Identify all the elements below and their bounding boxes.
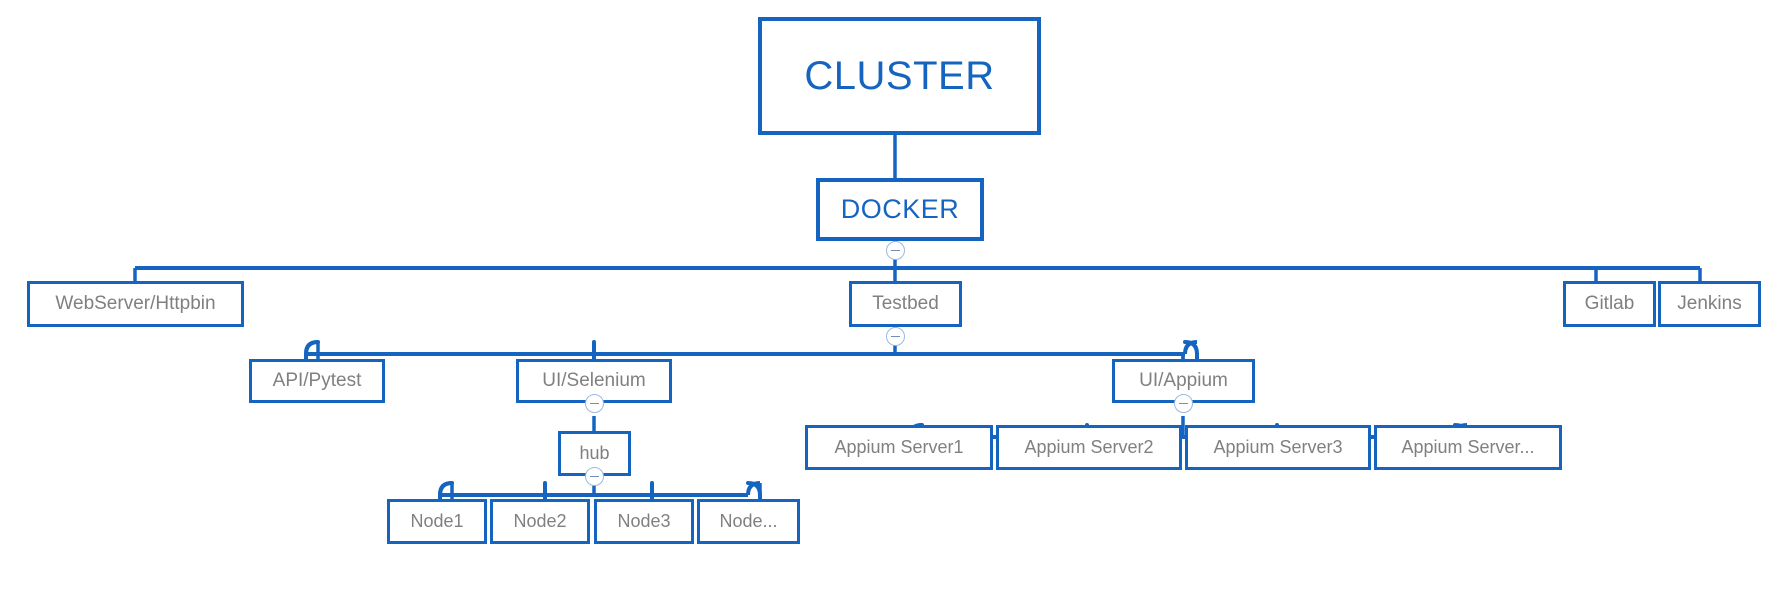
node-cluster[interactable]: CLUSTER — [758, 17, 1041, 135]
node-appium-server-3[interactable]: Appium Server3 — [1185, 425, 1371, 470]
node-api-pytest-label: API/Pytest — [272, 370, 362, 391]
node-api-pytest[interactable]: API/Pytest — [249, 359, 385, 403]
node-appium-server-2[interactable]: Appium Server2 — [996, 425, 1182, 470]
node-node-2-label: Node2 — [513, 511, 567, 531]
node-appium-server-3-label: Appium Server3 — [1213, 437, 1343, 457]
node-testbed-label: Testbed — [872, 293, 939, 314]
node-node-1[interactable]: Node1 — [387, 499, 487, 544]
node-ui-selenium-label: UI/Selenium — [542, 370, 646, 391]
node-appium-server-2-label: Appium Server2 — [1024, 437, 1154, 457]
node-appium-server-more-label: Appium Server... — [1401, 437, 1535, 457]
node-appium-server-1[interactable]: Appium Server1 — [805, 425, 993, 470]
node-webserver-httpbin-label: WebServer/Httpbin — [55, 293, 216, 314]
node-node-1-label: Node1 — [410, 511, 464, 531]
minus-circle-icon-ui-selenium[interactable] — [585, 394, 604, 413]
node-node-3[interactable]: Node3 — [594, 499, 694, 544]
minus-circle-icon-ui-appium[interactable] — [1174, 394, 1193, 413]
node-gitlab[interactable]: Gitlab — [1563, 281, 1656, 327]
node-cluster-label: CLUSTER — [804, 53, 995, 98]
node-node-more-label: Node... — [719, 511, 778, 531]
node-gitlab-label: Gitlab — [1584, 293, 1635, 314]
minus-circle-icon-testbed[interactable] — [886, 327, 905, 346]
node-node-more[interactable]: Node... — [697, 499, 800, 544]
node-hub-label: hub — [579, 443, 610, 463]
node-docker[interactable]: DOCKER — [816, 178, 984, 241]
node-webserver-httpbin[interactable]: WebServer/Httpbin — [27, 281, 244, 327]
node-appium-server-1-label: Appium Server1 — [834, 437, 964, 457]
node-jenkins[interactable]: Jenkins — [1658, 281, 1761, 327]
node-docker-label: DOCKER — [840, 194, 960, 224]
node-appium-server-more[interactable]: Appium Server... — [1374, 425, 1562, 470]
node-jenkins-label: Jenkins — [1677, 293, 1742, 314]
minus-circle-icon-hub[interactable] — [585, 467, 604, 486]
minus-circle-icon-docker[interactable] — [886, 241, 905, 260]
node-node-3-label: Node3 — [617, 511, 671, 531]
node-testbed[interactable]: Testbed — [849, 281, 962, 327]
node-ui-appium-label: UI/Appium — [1139, 370, 1228, 391]
node-node-2[interactable]: Node2 — [490, 499, 590, 544]
